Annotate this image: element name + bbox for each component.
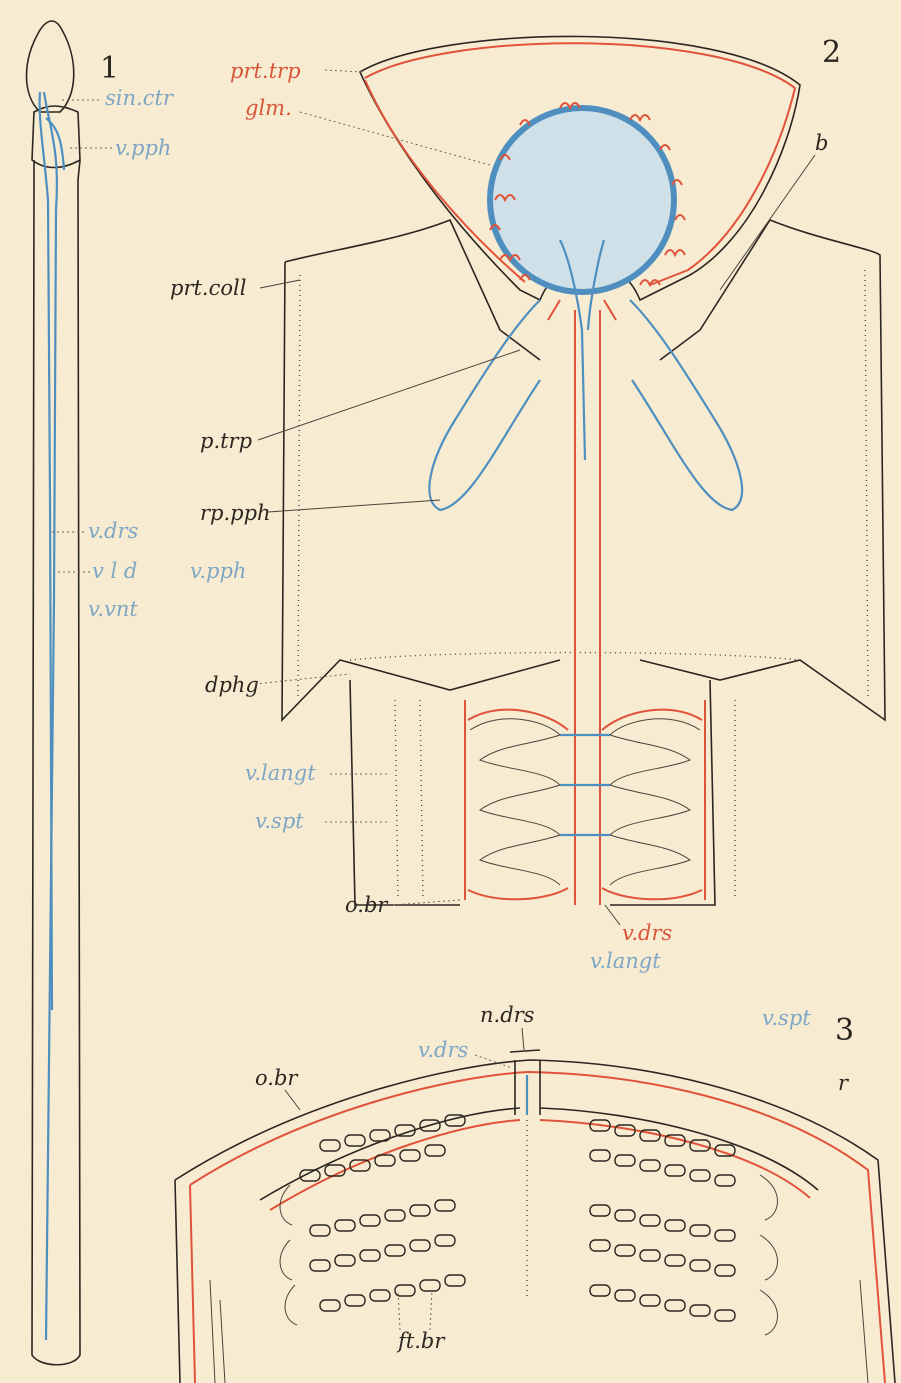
label-fig2-v-spt: v.spt <box>255 809 304 833</box>
figure-1-number: 1 <box>100 51 119 86</box>
right-peripharyngeal-loop <box>630 300 742 510</box>
label-prt-trp: prt.trp <box>230 59 301 83</box>
gill-slits-right <box>602 710 702 900</box>
figure-1: 1 sin.ctr v.pph v.drs v l d v.vnt <box>27 21 175 1365</box>
label-prt-coll: prt.coll <box>170 276 246 300</box>
label-sin-ctr: sin.ctr <box>105 86 175 110</box>
fig2-collar <box>282 220 885 720</box>
label-n-drs: n.drs <box>480 1003 535 1027</box>
label-fig1-v-drs: v.drs <box>88 519 139 543</box>
label-fig3-v-drs: v.drs <box>418 1038 469 1062</box>
label-fig2-o-br: o.br <box>345 893 389 917</box>
label-p-trp: p.trp <box>200 429 252 453</box>
label-glm: glm. <box>245 96 292 120</box>
dorsal-nerve <box>510 1050 540 1052</box>
gill-pores-right <box>590 1120 735 1321</box>
label-b: b <box>815 131 828 155</box>
gill-pores-left <box>300 1115 465 1311</box>
label-fig1-v-pph: v.pph <box>115 136 171 160</box>
fig3-body-wall <box>175 1060 895 1383</box>
label-rp-pph: rp.pph <box>200 501 271 525</box>
label-fig2-v-pph: v.pph <box>190 559 246 583</box>
label-fig3-o-br: o.br <box>255 1066 299 1090</box>
label-r: r <box>838 1071 850 1095</box>
label-ft-br: ft.br <box>396 1329 446 1353</box>
label-fig1-v-vnt: v.vnt <box>88 597 138 621</box>
label-dphg: dphg <box>205 673 259 697</box>
fig1-proboscis-tip <box>27 21 74 112</box>
glomerulus <box>490 108 674 292</box>
left-peripharyngeal-loop <box>429 300 540 510</box>
label-fig3-v-spt: v.spt <box>762 1006 811 1030</box>
label-fig3-v-langt: v.langt <box>590 949 661 973</box>
figure-2: 2 prt.trp <box>170 35 885 945</box>
figure-2-number: 2 <box>822 35 841 70</box>
gill-slits-left <box>468 710 568 900</box>
label-fig1-v-l-d: v l d <box>92 559 137 583</box>
figure-3-number: 3 <box>835 1013 854 1048</box>
figure-3: 3 n.drs v.dr <box>175 949 895 1383</box>
label-fig2-v-drs: v.drs <box>622 921 673 945</box>
label-fig2-v-langt: v.langt <box>245 761 316 785</box>
